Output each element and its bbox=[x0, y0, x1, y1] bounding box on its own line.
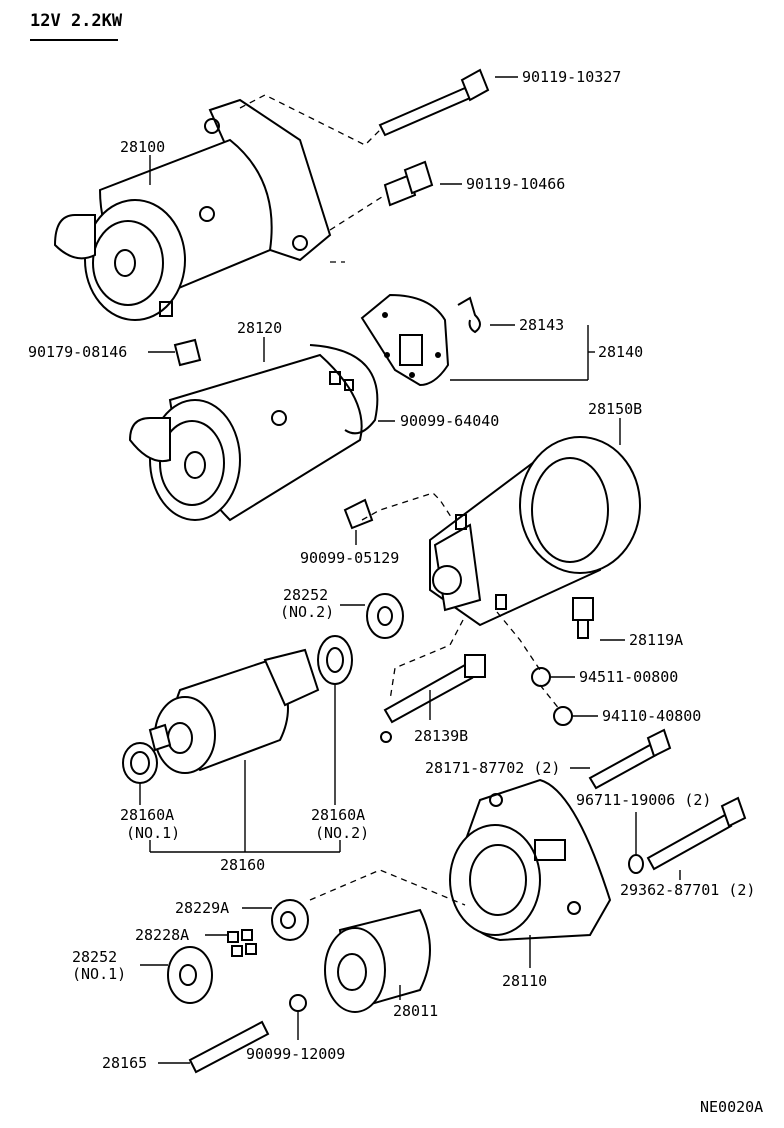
bearing-28160A-no2 bbox=[317, 635, 353, 685]
label-28140: 28140 bbox=[598, 343, 643, 361]
label-90099-12009: 90099-12009 bbox=[246, 1045, 345, 1063]
brush-holder-28140 bbox=[360, 293, 450, 387]
label-28165: 28165 bbox=[102, 1054, 147, 1072]
bolt-90119-10466 bbox=[383, 160, 434, 207]
diagram-title: 12V 2.2KW bbox=[30, 11, 123, 31]
label-28119A: 28119A bbox=[629, 631, 683, 649]
gear-28252-no1 bbox=[167, 946, 213, 1004]
nut-94110-40800 bbox=[553, 706, 573, 726]
label-96711-19006: 96711-19006 (2) bbox=[576, 791, 711, 809]
spring-28143 bbox=[457, 296, 481, 334]
label-28228A: 28228A bbox=[135, 926, 189, 944]
label-28100: 28100 bbox=[120, 138, 165, 156]
label-28011: 28011 bbox=[393, 1002, 438, 1020]
label-28252-no2-suffix: (NO.2) bbox=[280, 603, 334, 621]
label-28143: 28143 bbox=[519, 316, 564, 334]
retainer-28229A bbox=[271, 899, 309, 941]
ball-90099-12009 bbox=[289, 994, 307, 1012]
housing-28110 bbox=[449, 778, 612, 942]
clutch-28011 bbox=[324, 908, 431, 1013]
label-90119-10466: 90119-10466 bbox=[466, 175, 565, 193]
label-29362-87701: 29362-87701 (2) bbox=[620, 881, 755, 899]
label-28139B: 28139B bbox=[414, 727, 468, 745]
label-28160A-no1-suffix: (NO.1) bbox=[126, 824, 180, 842]
label-94110-40800: 94110-40800 bbox=[602, 707, 701, 725]
part-labels: 90119-10327 90119-10466 28100 90179-0814… bbox=[28, 68, 763, 1116]
label-28110: 28110 bbox=[502, 972, 547, 990]
label-90099-64040: 90099-64040 bbox=[400, 412, 499, 430]
armature-28160 bbox=[148, 648, 320, 774]
washer-96711-19006 bbox=[628, 854, 644, 874]
label-28160: 28160 bbox=[220, 856, 265, 874]
label-28229A: 28229A bbox=[175, 899, 229, 917]
label-28252-no1-suffix: (NO.1) bbox=[72, 965, 126, 983]
leader-lines bbox=[139, 76, 681, 1064]
bolt-28171-87702 bbox=[588, 728, 672, 790]
nut-90179-08146 bbox=[173, 338, 202, 367]
label-28160A-no2-number: 28160A bbox=[311, 806, 365, 824]
label-90099-05129: 90099-05129 bbox=[300, 549, 399, 567]
label-28252-no2-number: 28252 bbox=[283, 586, 328, 604]
bearing-28160A-no1 bbox=[122, 742, 158, 784]
bolt-90119-10327 bbox=[378, 68, 490, 137]
label-28160A-no2-suffix: (NO.2) bbox=[315, 824, 369, 842]
assembly-dashed-lines bbox=[239, 94, 561, 906]
rollers-28228A bbox=[227, 929, 257, 957]
label-28120: 28120 bbox=[237, 319, 282, 337]
nut-94511-00800 bbox=[531, 667, 551, 687]
lead-28139B bbox=[380, 654, 486, 743]
terminal-28119A bbox=[572, 597, 594, 639]
gear-28252-no2 bbox=[366, 593, 404, 639]
field-frame-28120 bbox=[128, 344, 379, 522]
housing-28150B bbox=[429, 436, 641, 627]
label-28150B: 28150B bbox=[588, 400, 642, 418]
starter-motor-28100 bbox=[53, 98, 332, 321]
rubber-90099-05129 bbox=[343, 498, 374, 530]
label-28160A-no1-number: 28160A bbox=[120, 806, 174, 824]
bolt-29362-87701 bbox=[646, 796, 747, 871]
spring-28165 bbox=[188, 1020, 270, 1074]
label-90119-10327: 90119-10327 bbox=[522, 68, 621, 86]
label-28171-87702: 28171-87702 (2) bbox=[425, 759, 560, 777]
label-90179-08146: 90179-08146 bbox=[28, 343, 127, 361]
label-94511-00800: 94511-00800 bbox=[579, 668, 678, 686]
label-28252-no1-number: 28252 bbox=[72, 948, 117, 966]
reference-code: NE0020A bbox=[700, 1098, 763, 1116]
